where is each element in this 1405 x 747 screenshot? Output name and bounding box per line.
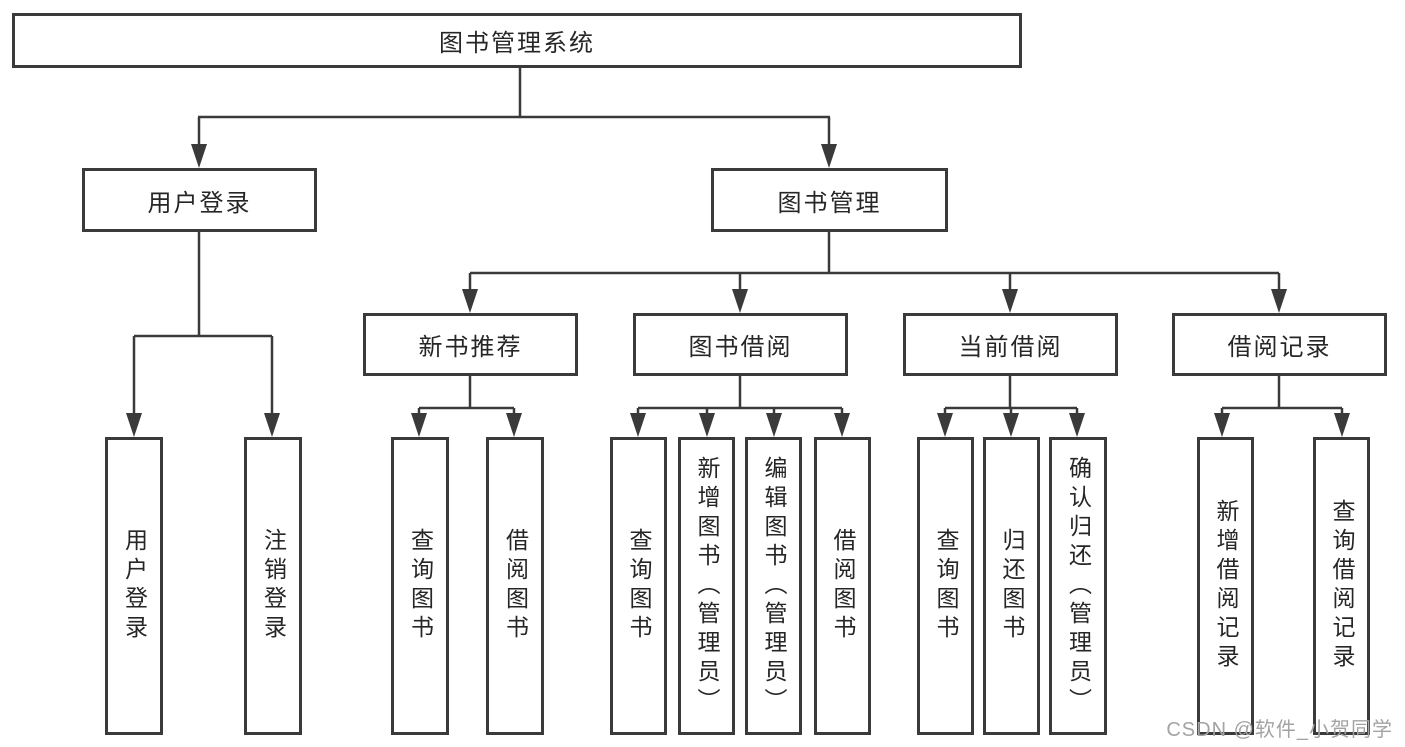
leaf-add-borrow-record: 新增借阅记录	[1197, 437, 1254, 735]
leaf-borrow-books-2: 借阅图书	[814, 437, 871, 735]
node-user-login: 用户登录	[82, 168, 317, 232]
leaf-query-books-3: 查询图书	[917, 437, 974, 735]
csdn-watermark: CSDN @软件_小贺同学	[1166, 719, 1393, 741]
node-book-borrowing: 图书借阅	[633, 313, 848, 376]
node-current-borrowing: 当前借阅	[903, 313, 1118, 376]
node-borrowing-records: 借阅记录	[1172, 313, 1387, 376]
leaf-user-login: 用户登录	[105, 437, 163, 735]
leaf-query-borrow-record: 查询借阅记录	[1313, 437, 1370, 735]
node-new-book-recommendation: 新书推荐	[363, 313, 578, 376]
leaf-edit-book-admin: 编辑图书（管理员）	[745, 437, 802, 735]
leaf-query-books-2: 查询图书	[610, 437, 667, 735]
leaf-return-book: 归还图书	[983, 437, 1040, 735]
node-root-system: 图书管理系统	[12, 13, 1022, 68]
arrowheads	[126, 144, 1350, 437]
node-book-management: 图书管理	[711, 168, 948, 232]
leaf-add-book-admin: 新增图书（管理员）	[678, 437, 735, 735]
leaf-logout: 注销登录	[244, 437, 302, 735]
leaf-confirm-return-admin: 确认归还（管理员）	[1049, 437, 1107, 735]
leaf-query-books-1: 查询图书	[391, 437, 449, 735]
leaf-borrow-books-1: 借阅图书	[486, 437, 544, 735]
